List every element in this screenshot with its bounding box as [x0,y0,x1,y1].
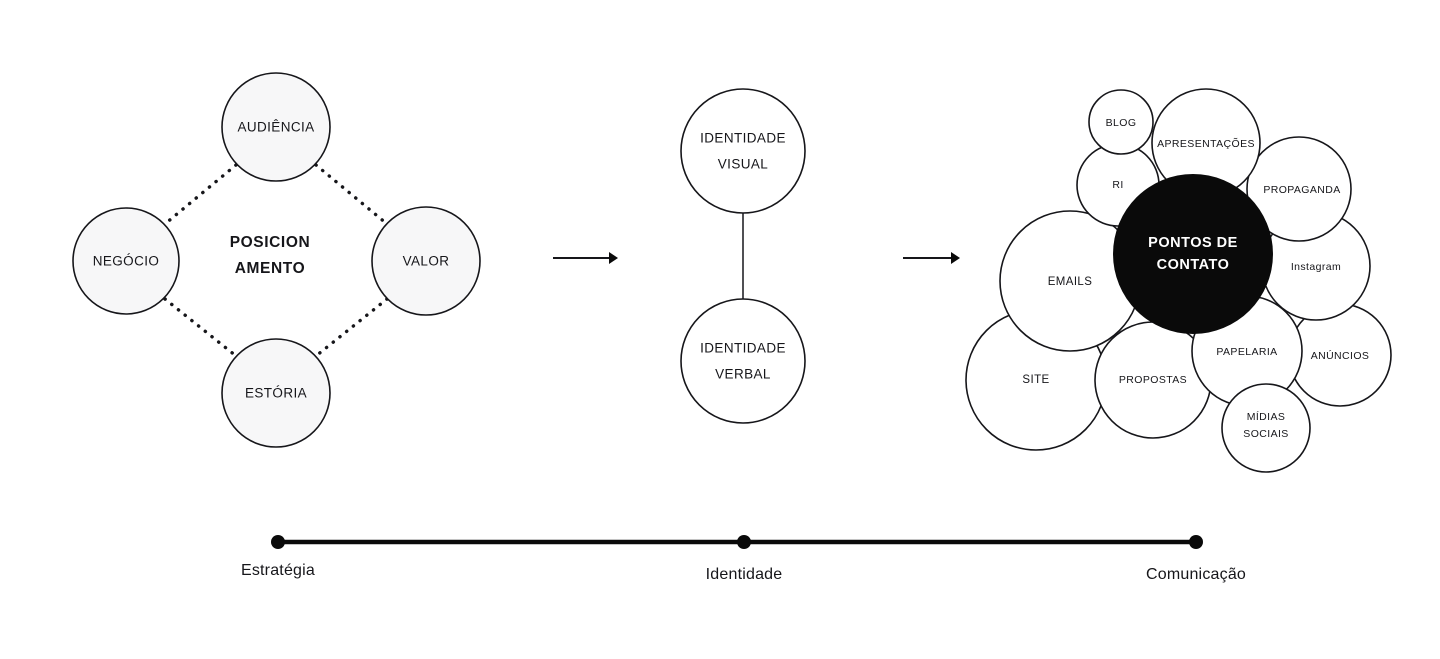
posicionamento-label-line1: POSICION [230,234,311,251]
dotted-link-audiencia-negocio [163,163,238,226]
node-audiencia-circle[interactable] [221,72,331,182]
node-negocio-circle[interactable] [72,207,180,315]
touchpoint-cluster-back [965,88,1392,473]
node-papelaria-label: PAPELARIA [1216,346,1277,358]
arrow-strategy-to-identity [553,252,618,264]
touchpoint-labels: BLOG APRESENTAÇÕES RI PROPAGANDA EMAILS … [1022,117,1370,440]
node-valor[interactable]: VALOR [371,206,481,316]
timeline-label-estrategia: Estratégia [241,562,315,579]
arrow-identity-to-communication [903,252,960,264]
node-audiencia[interactable]: AUDIÊNCIA [221,72,331,182]
timeline-label-identidade: Identidade [706,566,783,583]
node-pontos-de-contato-label-line2: CONTATO [1157,257,1230,273]
diamond-dotted-links [163,163,389,358]
node-estoria-label: ESTÓRIA [245,386,307,401]
node-audiencia-label: AUDIÊNCIA [237,120,314,135]
dotted-link-valor-estoria [314,297,389,358]
dotted-link-audiencia-valor [314,163,389,226]
posicionamento-center-label: POSICION AMENTO [230,234,311,277]
node-blog-label: BLOG [1106,117,1137,129]
node-estoria-circle[interactable] [221,338,331,448]
node-pontos-de-contato-label-line1: PONTOS DE [1148,235,1238,251]
stage-three-communication: PONTOS DE CONTATO BLOG APRESENTAÇÕES RI … [965,88,1392,473]
node-instagram-label: Instagram [1291,261,1341,273]
posicionamento-label-line2: AMENTO [235,260,305,277]
node-pontos-de-contato-circle[interactable] [1113,174,1273,334]
node-propostas-label: PROPOSTAS [1119,374,1187,386]
node-propaganda-circle[interactable] [1246,136,1352,242]
timeline-dot-estrategia[interactable] [271,535,285,549]
node-valor-circle[interactable] [371,206,481,316]
node-identidade-visual-label-line2: VISUAL [718,157,769,172]
arrow-identity-to-communication-head [951,252,960,264]
node-site-label: SITE [1022,374,1049,386]
timeline-point-comunicacao[interactable]: Comunicação [1146,535,1246,583]
node-identidade-verbal-circle[interactable] [680,298,806,424]
timeline-point-estrategia[interactable]: Estratégia [241,535,315,579]
node-blog-circle[interactable] [1088,89,1154,155]
node-pontos-de-contato[interactable]: PONTOS DE CONTATO [1113,174,1273,334]
node-emails-label: EMAILS [1048,276,1093,288]
node-identidade-verbal-label-line2: VERBAL [715,367,771,382]
timeline-point-identidade[interactable]: Identidade [706,535,783,583]
node-identidade-visual[interactable]: IDENTIDADE VISUAL [680,88,806,214]
node-identidade-verbal[interactable]: IDENTIDADE VERBAL [680,298,806,424]
node-midias-sociais-label-line1: MÍDIAS [1247,410,1286,423]
node-midias-sociais-circle[interactable] [1221,383,1311,473]
process-timeline: Estratégia Identidade Comunicação [241,535,1246,583]
node-apresentacoes-label: APRESENTAÇÕES [1157,137,1255,150]
node-negocio[interactable]: NEGÓCIO [72,207,180,315]
node-estoria[interactable]: ESTÓRIA [221,338,331,448]
node-identidade-visual-circle[interactable] [680,88,806,214]
node-midias-sociais-label-line2: SOCIAIS [1243,428,1288,440]
stage-one-positioning: AUDIÊNCIA NEGÓCIO VALOR ESTÓRIA POSICION… [72,72,481,448]
timeline-dot-identidade[interactable] [737,535,751,549]
dotted-link-negocio-estoria [163,297,238,358]
node-negocio-label: NEGÓCIO [93,254,160,269]
timeline-label-comunicacao: Comunicação [1146,566,1246,583]
node-ri-label: RI [1112,179,1123,191]
arrow-strategy-to-identity-head [609,252,618,264]
timeline-dot-comunicacao[interactable] [1189,535,1203,549]
node-valor-label: VALOR [403,254,450,269]
node-propaganda-label: PROPAGANDA [1263,184,1340,196]
node-identidade-verbal-label-line1: IDENTIDADE [700,341,786,356]
stage-two-identity: IDENTIDADE VISUAL IDENTIDADE VERBAL [680,88,806,424]
node-anuncios-label: ANÚNCIOS [1311,349,1370,362]
node-identidade-visual-label-line1: IDENTIDADE [700,131,786,146]
